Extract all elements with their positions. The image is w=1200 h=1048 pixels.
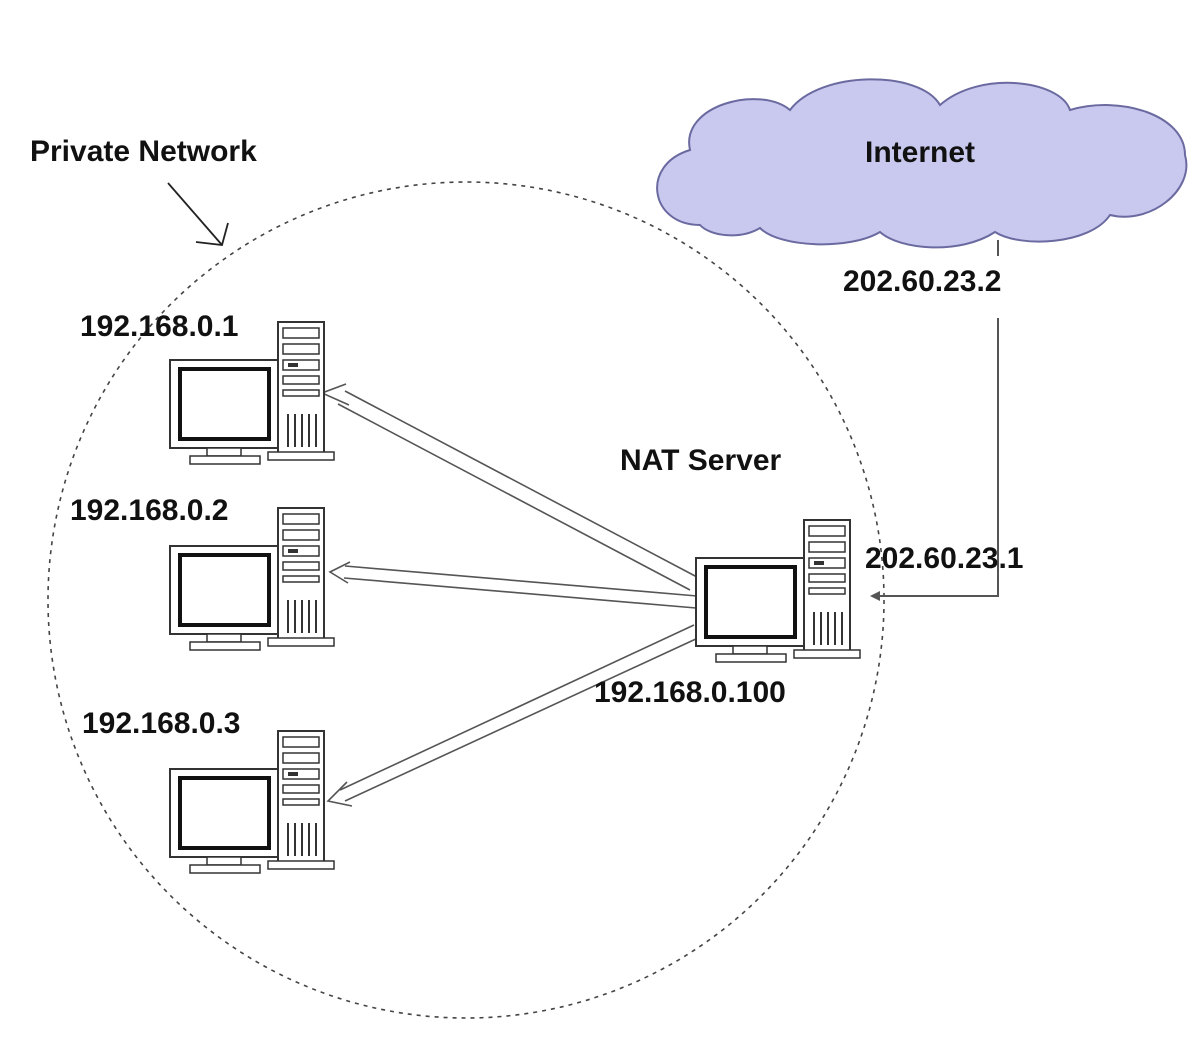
pointer-arrow xyxy=(167,182,229,246)
gateway-ip: 202.60.23.2 xyxy=(843,265,1001,298)
internet-cloud-icon xyxy=(656,78,1188,249)
nat-server-label: NAT Server xyxy=(620,444,782,477)
client-1-ip: 192.168.0.1 xyxy=(80,310,238,343)
private-network-label: Private Network xyxy=(30,135,257,168)
nat-to-client-3-arrow xyxy=(326,624,699,807)
gateway-link-arrowhead xyxy=(870,591,880,601)
gateway-link xyxy=(878,240,999,597)
nat-server-computer-icon xyxy=(694,518,862,664)
nat-private-ip: 192.168.0.100 xyxy=(594,676,786,709)
client-computer-3-icon xyxy=(168,729,336,875)
private-network-boundary xyxy=(47,181,885,1019)
client-computer-1-icon xyxy=(168,320,336,466)
nat-public-ip: 202.60.23.1 xyxy=(865,542,1023,575)
client-3-ip: 192.168.0.3 xyxy=(82,707,240,740)
internet-label: Internet xyxy=(865,136,975,169)
nat-to-client-1-arrow xyxy=(319,383,698,591)
nat-to-client-2-arrow xyxy=(328,561,698,609)
client-2-ip: 192.168.0.2 xyxy=(70,494,228,527)
client-computer-2-icon xyxy=(168,506,336,652)
